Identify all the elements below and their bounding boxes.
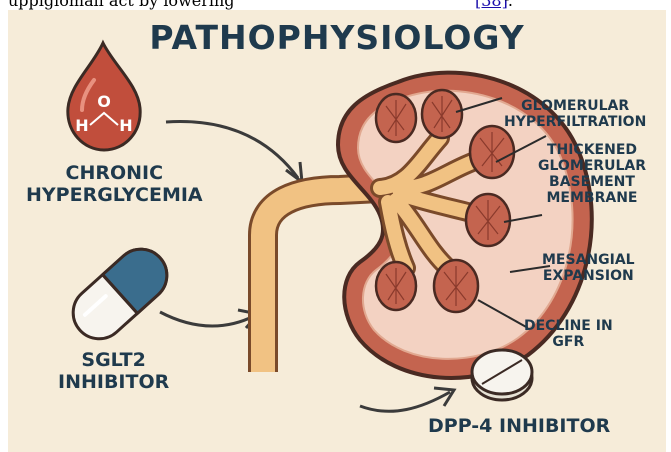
- label-sglt2-inhibitor: SGLT2 INHIBITOR: [58, 350, 169, 394]
- pathophysiology-diagram: O H H: [8, 10, 666, 452]
- text-fragment-right: ranges [38].: [475, 0, 513, 10]
- label-mesangial-expansion: MESANGIAL EXPANSION: [542, 252, 635, 284]
- label-dpp4-inhibitor: DPP-4 INHIBITOR: [428, 416, 610, 438]
- tablet-pill-icon: [472, 350, 532, 400]
- arrow-sglt2: [160, 312, 254, 326]
- water-o-label: O: [97, 92, 111, 111]
- label-chronic-hyperglycemia: CHRONIC HYPERGLYCEMIA: [26, 163, 203, 207]
- label-glomerular-hyperfiltration: GLOMERULAR HYPERFILTRATION: [504, 98, 646, 130]
- page-text-fragment: uppiglomall act by lowering ranges [38].: [0, 0, 671, 10]
- arrow-dpp4: [360, 392, 450, 411]
- water-h1-label: H: [75, 116, 88, 135]
- label-decline-in-gfr: DECLINE IN GFR: [524, 318, 613, 350]
- reference-link[interactable]: [38]: [475, 0, 508, 10]
- water-h2-label: H: [119, 116, 132, 135]
- label-thickened-gbm: THICKENED GLOMERULAR BASEMENT MEMBRANE: [538, 142, 646, 206]
- capsule-pill-icon: [62, 239, 177, 350]
- text-fragment-left: uppiglomall act by lowering: [8, 0, 235, 10]
- diagram-title: PATHOPHYSIOLOGY: [8, 18, 666, 57]
